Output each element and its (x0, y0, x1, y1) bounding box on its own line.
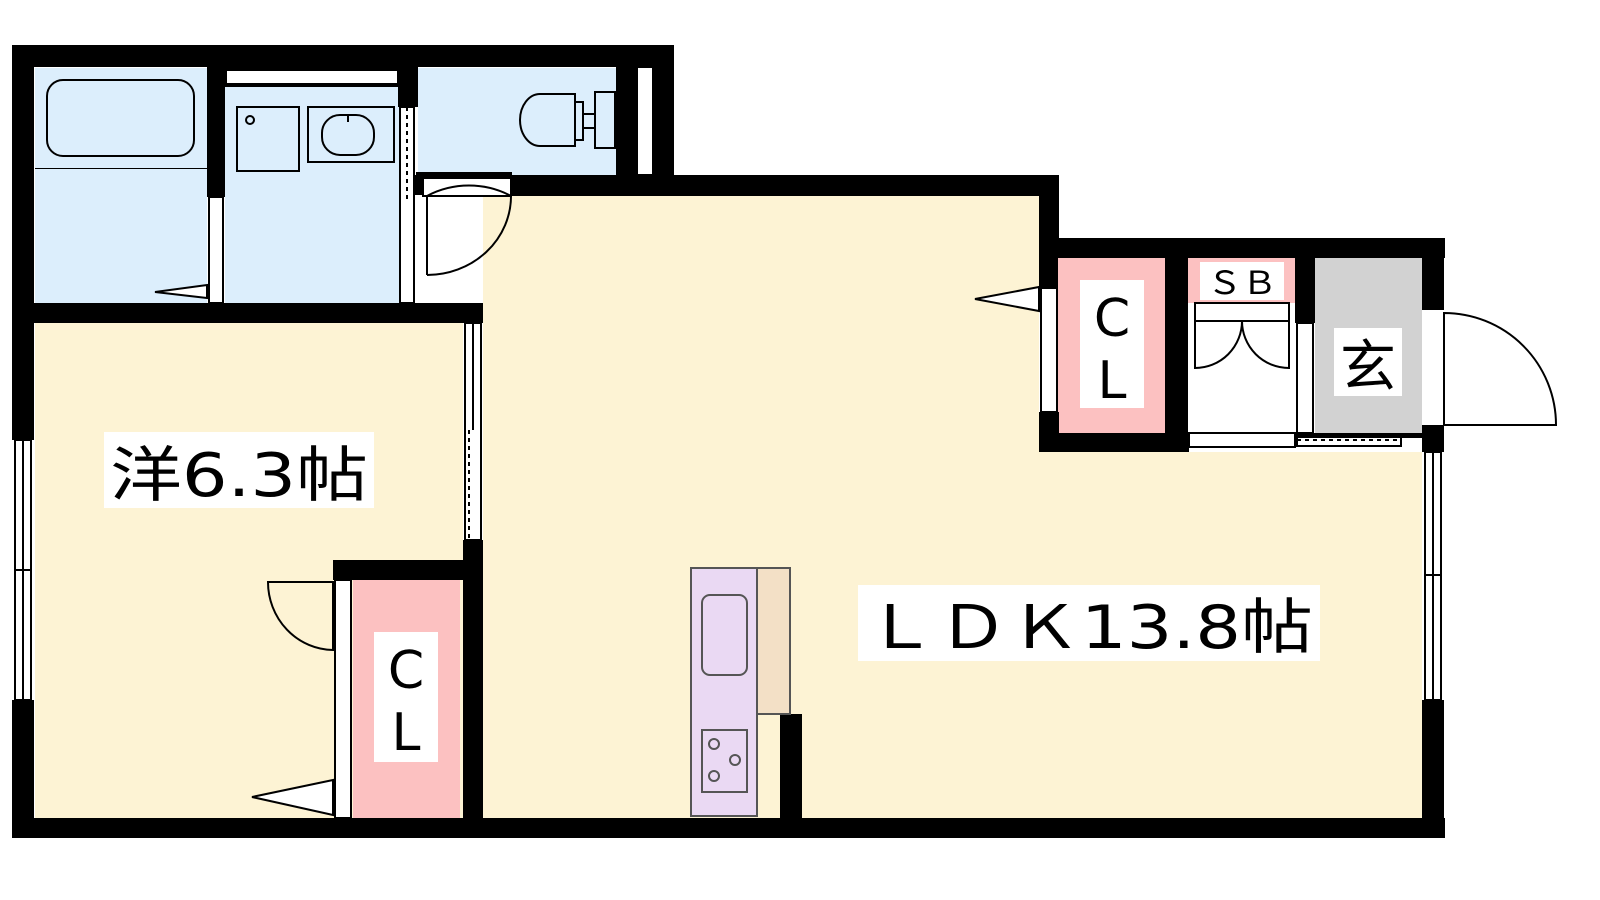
wall-wet-bottom (12, 303, 483, 323)
window-icon (14, 439, 32, 701)
side-counter (756, 567, 791, 715)
entrance-label: 玄 (1340, 335, 1396, 400)
side-counter-floor (757, 568, 790, 714)
wall-storage-bottom (1039, 433, 1189, 452)
door-arrow-icon (974, 285, 1040, 313)
closet-north-label-top: C (1094, 289, 1130, 349)
washbasin-icon (307, 106, 395, 163)
wall-bottom (12, 818, 1445, 838)
fixtures (35, 79, 791, 817)
window-icon (1424, 451, 1442, 701)
door-arrow-icon (154, 283, 208, 300)
closet-north-label-bottom: L (1098, 351, 1127, 411)
sliding-door-icon (334, 579, 352, 819)
wall-entrance-top (1039, 238, 1445, 258)
wall-toilet-right (616, 45, 636, 178)
walls (12, 45, 1445, 838)
bathtub-icon (35, 79, 207, 169)
wall-sb-right (1295, 258, 1315, 323)
window-icon (636, 66, 654, 176)
wall-entrance-bottom (1295, 433, 1422, 438)
western-room-label: 洋6.3帖 (110, 441, 368, 511)
bathroom-floor (35, 68, 207, 303)
labels: 洋6.3帖 ＬＤＫ13.8帖 C L C L ＳＢ 玄 (104, 262, 1402, 763)
toilet-floor (418, 68, 616, 178)
wall-left-lower (12, 700, 34, 838)
wall-cl2-left (1039, 258, 1058, 288)
wall-ldk-top-right (1039, 175, 1059, 245)
wall-mid-bar (416, 172, 512, 178)
sliding-doors (208, 106, 1402, 819)
door-swing-icon (1194, 302, 1290, 370)
wall-kitchen-post (780, 714, 802, 818)
wall-bath-right (207, 67, 225, 197)
door-swing-icon (266, 581, 334, 652)
sliding-door-icon (1296, 322, 1314, 434)
door-arrows (154, 283, 1040, 817)
closet-west-label-bottom: L (392, 703, 421, 763)
wall-closet-top (333, 560, 483, 580)
sliding-door-icon (208, 196, 224, 304)
washroom-floor (225, 86, 403, 303)
sliding-door-icon (399, 106, 415, 304)
sliding-door-icon (464, 322, 482, 541)
washer-pan-icon (236, 106, 300, 172)
ldk-label: ＬＤＫ13.8帖 (865, 593, 1313, 663)
door-arrow-icon (251, 778, 334, 817)
wall-left (12, 45, 34, 440)
closet-west-label-top: C (388, 641, 424, 701)
toilet-icon (519, 91, 616, 149)
sliding-door-icon (1040, 287, 1058, 413)
wall-top-left (12, 45, 674, 67)
stove-icon (701, 729, 748, 793)
wall-closet-left (333, 560, 353, 580)
floors (35, 68, 1422, 818)
swing-doors (266, 177, 1558, 652)
windows (14, 66, 1442, 701)
wall-ldk-left-top (463, 303, 483, 323)
wall-right-mid (1422, 425, 1444, 452)
wall-ldk-top (483, 175, 1059, 196)
wall-west-right (463, 540, 483, 818)
wall-right-bottom (1422, 700, 1444, 838)
wall-cl2-right (1165, 258, 1188, 452)
wall-utility-right (654, 45, 674, 195)
door-swing-icon (422, 177, 512, 276)
wall-toilet-left (398, 67, 418, 107)
sliding-door-icon (1188, 432, 1402, 448)
door-swing-icon (1443, 311, 1558, 426)
window-icon (225, 69, 399, 85)
shoe-box-label: ＳＢ (1207, 264, 1277, 302)
